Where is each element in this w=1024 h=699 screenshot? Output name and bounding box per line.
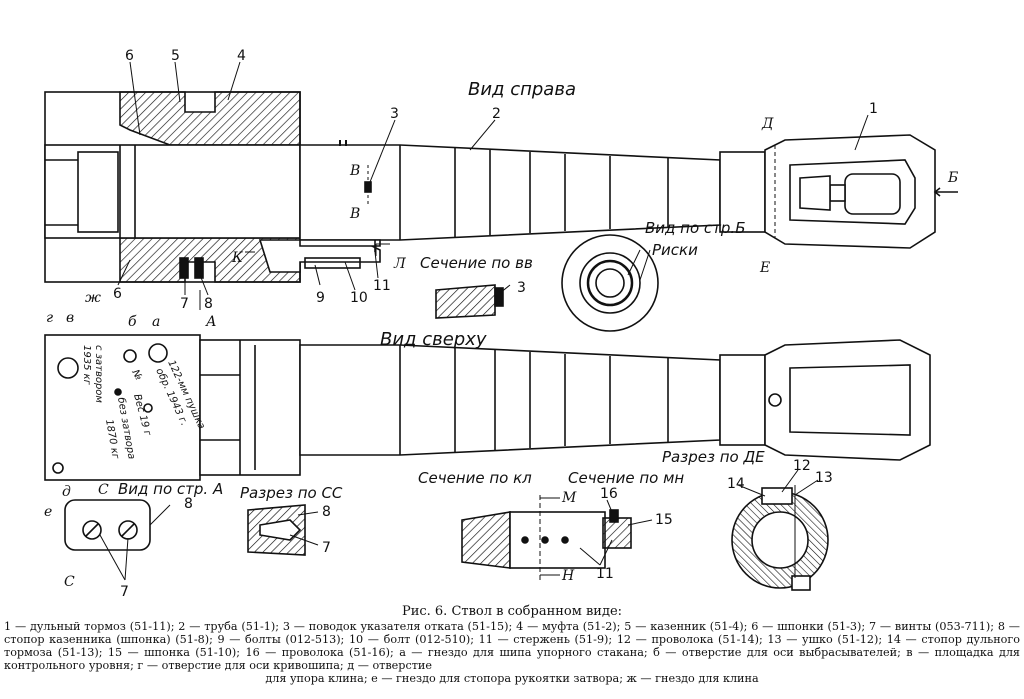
barrel-assembly-drawing: Вид справа Вид сверху Сечение по вв Сече… <box>44 48 958 600</box>
part-number: 9 <box>316 290 325 306</box>
letter-label: В <box>349 163 360 179</box>
letter-label: В <box>349 206 360 222</box>
part-number: 7 <box>322 540 331 556</box>
letter-label: Л <box>393 256 406 272</box>
part-number: 4 <box>237 48 246 64</box>
part-number: 6 <box>113 286 122 302</box>
view-b-title: Вид по стр.Б <box>645 219 746 237</box>
part-number: 6 <box>125 48 134 64</box>
part-number: 1 <box>869 101 878 117</box>
letter-label: Д <box>761 116 774 132</box>
letter-label: Н <box>561 568 575 584</box>
section-mn-title: Сечение по мн <box>568 469 684 487</box>
part-number: 2 <box>492 106 501 122</box>
part-number: 11 <box>596 566 614 582</box>
view-a-title: Вид по стр. А <box>118 480 223 498</box>
letter-label: С <box>64 574 75 590</box>
part-number: 8 <box>204 296 213 312</box>
section-kl <box>461 495 606 580</box>
section-vv-title: Сечение по вв <box>420 254 533 272</box>
breech-ring-side-view <box>44 91 381 283</box>
figure-caption: Рис. 6. Ствол в собранном виде: 1 — дуль… <box>0 605 1024 685</box>
muzzle-brake-side-view <box>719 134 958 249</box>
part-number: 12 <box>793 458 811 474</box>
part-number: 16 <box>600 486 618 502</box>
muzzle-brake-top-view <box>719 339 931 461</box>
caption-last-line: для упора клина; е — гнездо для стопора … <box>265 672 759 685</box>
view-right-title: Вид справа <box>468 79 576 100</box>
part-number: 11 <box>373 278 391 294</box>
letter-label: Б <box>947 170 958 186</box>
letter-label: в <box>66 310 74 326</box>
view-b-ring <box>561 234 659 332</box>
part-number: 7 <box>180 296 189 312</box>
part-number: 3 <box>517 280 526 296</box>
letter-label: А <box>205 314 217 330</box>
letter-label: г <box>46 310 53 326</box>
part-number: 8 <box>322 504 331 520</box>
part-number: 13 <box>815 470 833 486</box>
letter-label: а <box>152 314 160 330</box>
letter-label: е <box>44 504 52 520</box>
letter-label: М <box>561 490 577 506</box>
view-top-title: Вид сверху <box>380 329 487 350</box>
stamp-line: № <box>129 367 144 382</box>
letter-label: Е <box>759 260 770 276</box>
section-mn <box>602 509 632 549</box>
cut-ss-title: Разрез по СС <box>240 484 343 502</box>
stamp-line: с затвором <box>93 345 104 403</box>
stamp-line: 1935 кг <box>81 345 92 386</box>
letter-label: б <box>128 314 137 330</box>
letter-label: ж <box>85 290 101 306</box>
barrel-tube-top-view <box>299 344 721 456</box>
view-a-detail <box>64 499 151 551</box>
part-number: 3 <box>390 106 399 122</box>
part-number: 8 <box>184 496 193 512</box>
breech-ring-top-view <box>44 334 301 481</box>
letter-label: К <box>231 250 244 266</box>
part-number: 5 <box>171 48 180 64</box>
barrel-tube-side-view <box>299 140 721 252</box>
part-number: 7 <box>120 584 129 600</box>
cut-de-ring <box>731 487 829 591</box>
section-kl-title: Сечение по кл <box>418 469 532 487</box>
part-number: 10 <box>350 290 368 306</box>
section-vv <box>435 284 504 319</box>
cut-de-title: Разрез по ДЕ <box>662 448 765 466</box>
caption-body: 1 — дульный тормоз (51-11); 2 — труба (5… <box>4 620 1020 672</box>
caption-title: Рис. 6. Ствол в собранном виде: <box>401 604 623 619</box>
riski-label: Риски <box>652 241 698 259</box>
part-number: 15 <box>655 512 673 528</box>
part-number: 14 <box>727 476 745 492</box>
cut-cc <box>247 504 306 556</box>
letter-label: С <box>98 482 109 498</box>
letter-label: д <box>62 484 71 500</box>
